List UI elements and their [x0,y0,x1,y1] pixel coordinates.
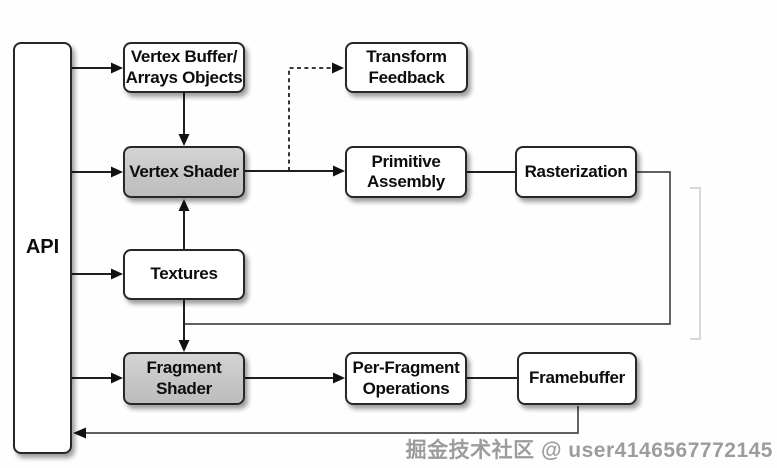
edge-api-to-vertex-buffer [72,62,123,74]
node-fragment-shader-label-line1: Fragment [146,358,222,378]
edge-api-to-fragment-shader [72,372,123,384]
node-fragment-shader: Fragment Shader [123,352,245,405]
node-fragment-shader-label-line2: Shader [156,378,212,398]
node-transform-feedback-label-line2: Feedback [368,67,445,87]
node-vertex-buffer-label-line2: Arrays Objects [125,67,243,87]
edge-api-to-textures [72,268,123,280]
node-rasterization: Rasterization [515,146,637,198]
edge-textures-to-fragment-shader [178,300,190,352]
node-per-fragment-operations-label-line2: Operations [362,378,450,398]
edge-fragment-shader-to-per-fragment-operations [245,372,345,384]
edge-vertex-shader-to-transform-feedback [288,62,344,171]
edge-vertex-buffer-to-vertex-shader [178,93,190,146]
node-rasterization-label: Rasterization [524,161,628,181]
edge-api-to-vertex-shader [72,166,123,178]
node-framebuffer: Framebuffer [517,352,637,405]
node-vertex-shader-label: Vertex Shader [129,161,239,181]
node-primitive-assembly-label-line2: Assembly [367,172,445,191]
node-api-label: API [25,236,60,259]
node-vertex-buffer-label-line1: Vertex Buffer/ [130,47,238,67]
edge-vertex-shader-to-primitive-assembly [245,165,345,177]
node-api: API [13,42,72,454]
bracket-artifact [690,187,701,340]
node-per-fragment-operations: Per-Fragment Operations [345,352,467,405]
node-primitive-assembly-label-line1: Primitive [371,151,441,171]
node-vertex-shader: Vertex Shader [123,146,245,198]
node-textures: Textures [123,249,245,300]
node-transform-feedback-label-line1: Transform [366,47,447,67]
edge-textures-to-vertex-shader [178,199,190,249]
watermark: 掘金技术社区 @ user4146567772145 [405,439,773,462]
node-framebuffer-label: Framebuffer [529,368,625,388]
node-primitive-assembly: Primitive Assembly [345,146,467,198]
node-textures-label: Textures [150,264,218,284]
node-vertex-buffer-arrays-objects: Vertex Buffer/ Arrays Objects [123,42,245,93]
node-transform-feedback: Transform Feedback [345,42,468,93]
node-per-fragment-operations-label-line1: Per-Fragment [352,358,460,378]
